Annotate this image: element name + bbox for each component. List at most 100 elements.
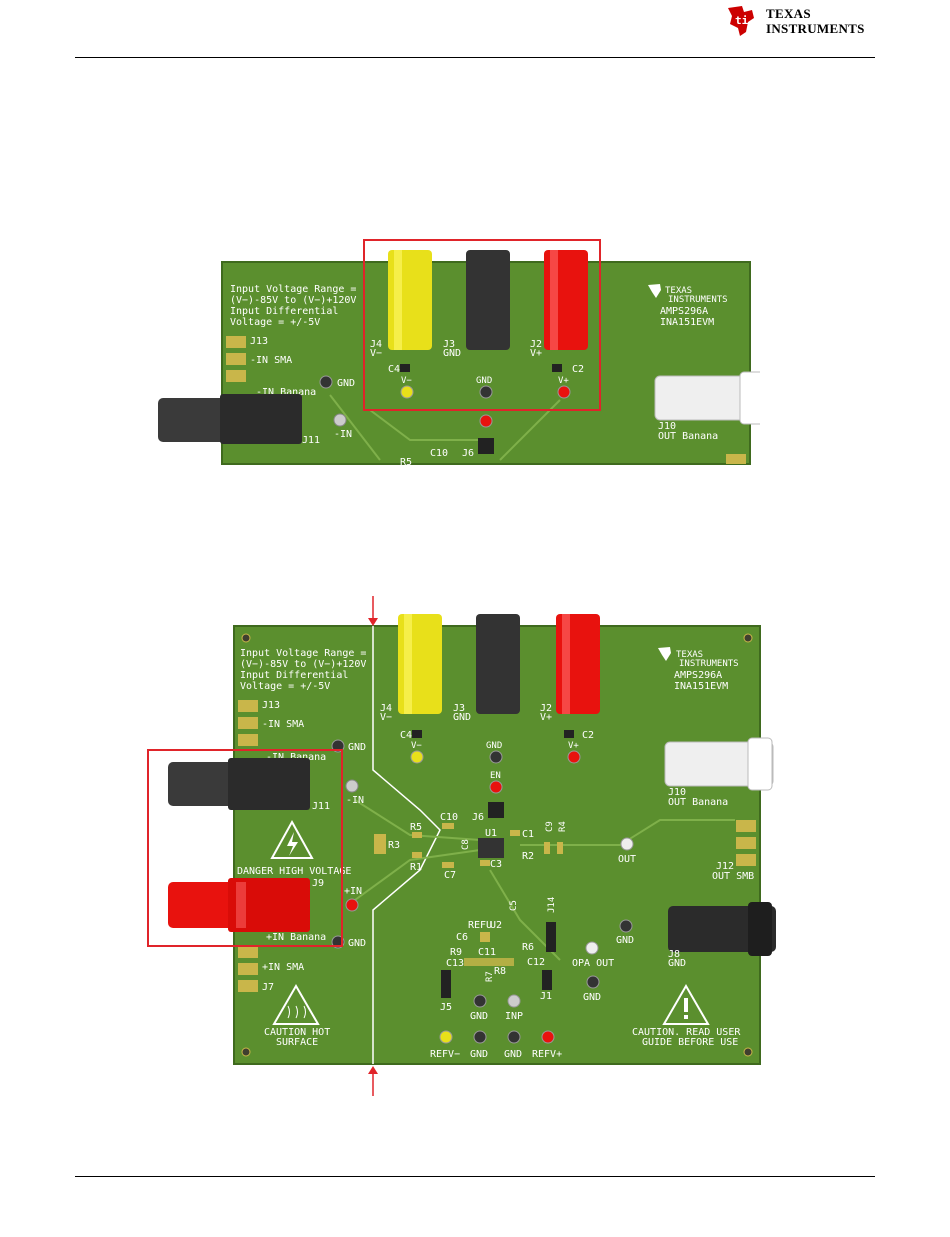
label-r3: R3 [388,840,400,851]
label-r7: R7 [485,971,495,982]
label-gnd-tp: GND [476,376,492,386]
board-ti-icon [648,284,661,298]
label-caution-hot-2: SURFACE [276,1037,318,1048]
banana-jack-out [654,375,760,421]
label-j3: J3 [443,339,455,350]
label2-v-plus-tp: V+ [568,741,579,751]
label2-neg-in: -IN [346,795,364,806]
label-caution-read-2: GUIDE BEFORE USE [642,1037,738,1048]
label-caution-hot-1: CAUTION HOT [264,1027,330,1038]
label2-j11: J11 [312,801,330,812]
brand-line-1: TEXAS [766,6,811,21]
arrow-up-icon [368,1066,378,1074]
isolation-line [372,626,441,1064]
highlight-input-jacks [147,749,343,947]
label-c4: C4 [388,364,400,375]
label-v-minus: V− [370,348,382,359]
high-voltage-icon [270,819,314,859]
label2-gnd-tp: GND [486,741,502,751]
banana-jack2-neg-in [168,762,238,806]
label2-v-plus: V+ [540,712,552,723]
label2-gnd-j3: GND [453,712,471,723]
jumper-j5 [441,970,451,998]
label2-in-banana-neg: -IN Banana [266,752,326,763]
label-j12: J12 [716,861,734,872]
board-brand-2: INSTRUMENTS [668,295,728,305]
banana2-post-gnd [476,614,520,714]
label-en: EN [490,771,501,781]
note-line-1: Input Voltage Range = [230,284,356,295]
label2-gnd-j8: GND [668,958,686,969]
highlight-power-jacks [363,239,601,411]
hot-surface-icon [272,984,320,1025]
note-line-4: Voltage = +/-5V [230,317,320,328]
label2-c2: C2 [582,730,594,741]
label-j2: J2 [530,339,542,350]
ti-logo: ti [722,2,882,42]
label2-v-minus-tp: V− [411,741,422,751]
ti-logo-text: TEXAS INSTRUMENTS [766,6,865,36]
label-j1: J1 [540,991,552,1002]
jumper-j14 [546,922,556,952]
note2-line-1: Input Voltage Range = [240,648,366,659]
label2-j3: J3 [453,703,465,714]
label-neg-in: -IN [334,429,352,440]
label-r2: R2 [522,851,534,862]
label-c13: C13 [446,958,464,969]
label-j14: J14 [547,897,557,913]
label-j5: J5 [440,1002,452,1013]
label-c1: C1 [522,829,534,840]
label2-in-sma-neg: -IN SMA [262,719,304,730]
brand-line-2: INSTRUMENTS [766,21,865,36]
label-c8: C8 [461,839,471,850]
label-c2: C2 [572,364,584,375]
figure-board-full: Input Voltage Range = (V−)-85V to (V−)+1… [147,596,776,1096]
label-r5: R5 [400,457,412,466]
label-v-minus-tp: V− [401,376,412,386]
ic-u1 [478,838,504,858]
label-c6: C6 [456,932,468,943]
label-in-sma-pos: +IN SMA [262,962,304,973]
note2-line-4: Voltage = +/-5V [240,681,330,692]
label2-gnd-7: GND [504,1049,522,1060]
label-danger: DANGER HIGH VOLTAGE [237,866,351,877]
label-r8: R8 [494,966,506,977]
board2-part: AMPS296A [674,670,722,681]
label-c12: C12 [527,957,545,968]
caution-icon [662,984,710,1025]
label-out-smb: OUT SMB [712,871,754,882]
label-c10: C10 [430,448,448,459]
board-brand-1: TEXAS [665,286,692,296]
banana-post-gnd [466,250,510,350]
label2-j2: J2 [540,703,552,714]
label-c5: C5 [509,900,519,911]
label2-c4: C4 [400,730,412,741]
banana-jack-neg-in [158,398,228,442]
label-in-banana-neg: -IN Banana [256,387,316,398]
label-j10: J10 [658,421,676,432]
jumper-j1 [542,970,552,990]
label-u2: U2 [490,920,502,931]
banana-jack2-out [664,741,774,787]
label-refv-plus: REFV+ [532,1049,562,1060]
label-r4: R4 [558,821,568,832]
label2-j4: J4 [380,703,392,714]
label2-gnd-4: GND [470,1011,488,1022]
label-u1: U1 [485,828,497,839]
label-v-plus: V+ [530,348,542,359]
board-model: INA151EVM [660,317,714,328]
label2-gnd-2: GND [348,938,366,949]
label2-v-minus: V− [380,712,392,723]
board2-ti-icon [658,647,671,661]
ti-logo-icon: ti [728,6,754,36]
label-j8: J8 [668,949,680,960]
label-j6: J6 [462,448,474,459]
label-r9: R9 [450,947,462,958]
label-refv-minus: REFV− [430,1049,460,1060]
label2-gnd-5: GND [583,992,601,1003]
label-gnd: GND [337,378,355,389]
arrow-down-icon [368,618,378,626]
label-r6: R6 [522,942,534,953]
label-in-sma-neg: -IN SMA [250,355,292,366]
footer-rule [75,1176,875,1177]
